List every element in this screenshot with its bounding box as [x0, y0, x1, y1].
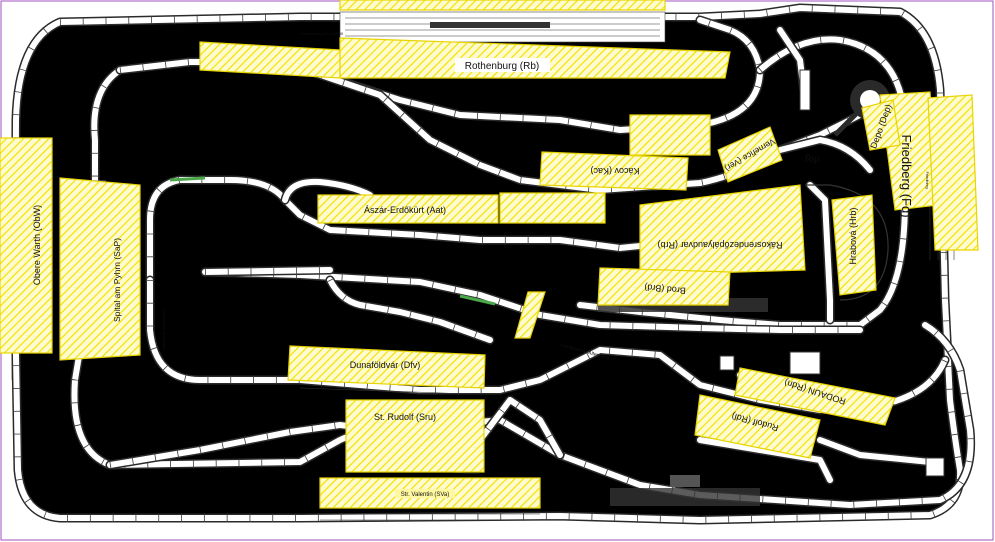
aszar-line-track [150, 180, 790, 280]
label-hrabova: Hrabová (Hrb) [848, 207, 858, 264]
zone-rudolf-lower [694, 394, 821, 459]
label-brod: Brod (Brd) [644, 282, 686, 296]
zone-obere-warth [0, 137, 53, 354]
zone-spital [59, 177, 141, 361]
label-st-rudolf: St. Rudolf (Sru) [374, 412, 436, 422]
zone-aszar [317, 194, 499, 224]
zone-kacov [539, 151, 689, 191]
station-zones [0, 0, 979, 509]
zone-friedberg [927, 94, 979, 251]
rodaun-building [789, 351, 821, 375]
zone-st-rudolf [345, 399, 485, 473]
zone-brod [597, 267, 731, 306]
yard-bottom-right [610, 475, 760, 506]
green-segment [169, 176, 206, 182]
label-friedberg: Friedberg (Fd) [899, 134, 914, 217]
zone-vernerice [717, 126, 783, 183]
yard-rothenburg [339, 11, 666, 43]
label-rothenburg: Rothenburg (Rb) [465, 61, 539, 72]
zone-rodaun [734, 367, 896, 426]
label-rip: Říp [805, 154, 819, 164]
zone-mid-small [514, 291, 546, 339]
label-vertical-small: Straßenhofer Werksbahn [162, 310, 166, 349]
label-kacov: Kácov (Kac) [590, 166, 639, 176]
spur-building [799, 69, 811, 111]
zone-hrabova [831, 194, 877, 296]
label-bottom-yard: Str. Valentin (SVa) [401, 492, 449, 498]
hrabova-loop [805, 184, 889, 301]
zone-aszar-right [499, 192, 606, 224]
zone-rakosrendezo [639, 184, 806, 276]
label-dunafoldvar: Dunaföldvár (Dfv) [350, 360, 421, 370]
label-obere-warth: Obere Warth (ObW) [32, 205, 42, 285]
zone-rothenburg-top [339, 0, 666, 11]
rodaun-shed [719, 355, 735, 371]
label-spital: Spital am Pyhrn (SaP) [112, 238, 122, 322]
green-segment [459, 294, 496, 306]
rudolf-lower-track [700, 440, 830, 480]
zone-depo [861, 99, 901, 151]
zone-kacov-right [629, 114, 711, 156]
label-rakosrendezo: Rákosrendezőpályaudvar (Rrb) [657, 240, 782, 250]
label-aszar: Ászár-Erdőkürt (Aat) [364, 205, 446, 215]
zone-dunafoldvar [287, 345, 486, 389]
label-rothenburg-small: Rothenburg (Rb) 1/6000 [300, 31, 344, 36]
label-friedberg-small: Friedberg [925, 171, 930, 188]
lower-right-building [925, 457, 945, 477]
